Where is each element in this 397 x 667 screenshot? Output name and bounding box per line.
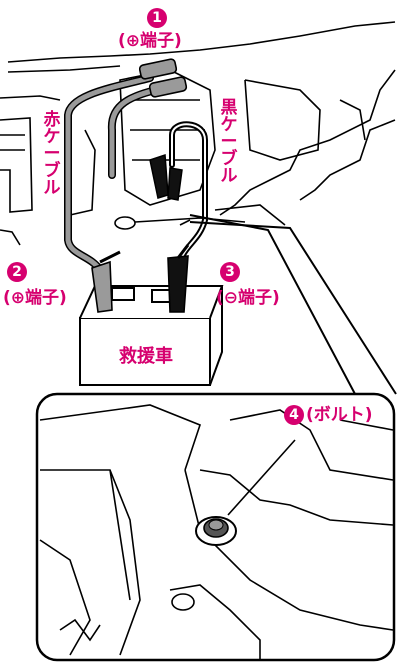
label-1-positive-terminal: (⊕端子) — [118, 31, 182, 51]
marker-3: 3 — [220, 262, 240, 282]
black-clamps-top — [149, 153, 183, 201]
positive-clamp-battery — [91, 250, 121, 313]
negative-clamp-battery — [167, 244, 190, 313]
ground-bolt-area — [114, 216, 246, 230]
zoom-box — [35, 392, 396, 662]
black-cable — [169, 121, 208, 265]
label-4-bolt: (ボルト) — [306, 405, 373, 425]
marker-4: 4 — [284, 405, 304, 425]
label-3-negative-terminal: (⊖端子) — [216, 288, 280, 308]
label-2-positive-terminal: (⊕端子) — [3, 288, 67, 308]
marker-1: 1 — [147, 8, 167, 28]
red-cable — [64, 74, 169, 274]
marker-2: 2 — [7, 262, 27, 282]
bolt-leader-line — [227, 439, 296, 516]
positive-clamp-top — [138, 58, 188, 98]
label-rescue-vehicle: 救援車 — [119, 346, 173, 367]
label-red-cable: 赤 ケ ー ブ ル — [43, 110, 61, 198]
label-black-cable: 黒 ケ ー ブ ル — [220, 98, 238, 186]
secondary-bolt — [171, 593, 195, 611]
ground-bolt — [195, 516, 237, 546]
engine-bay-outline — [0, 21, 396, 246]
zoom-leader-lines — [189, 214, 397, 395]
